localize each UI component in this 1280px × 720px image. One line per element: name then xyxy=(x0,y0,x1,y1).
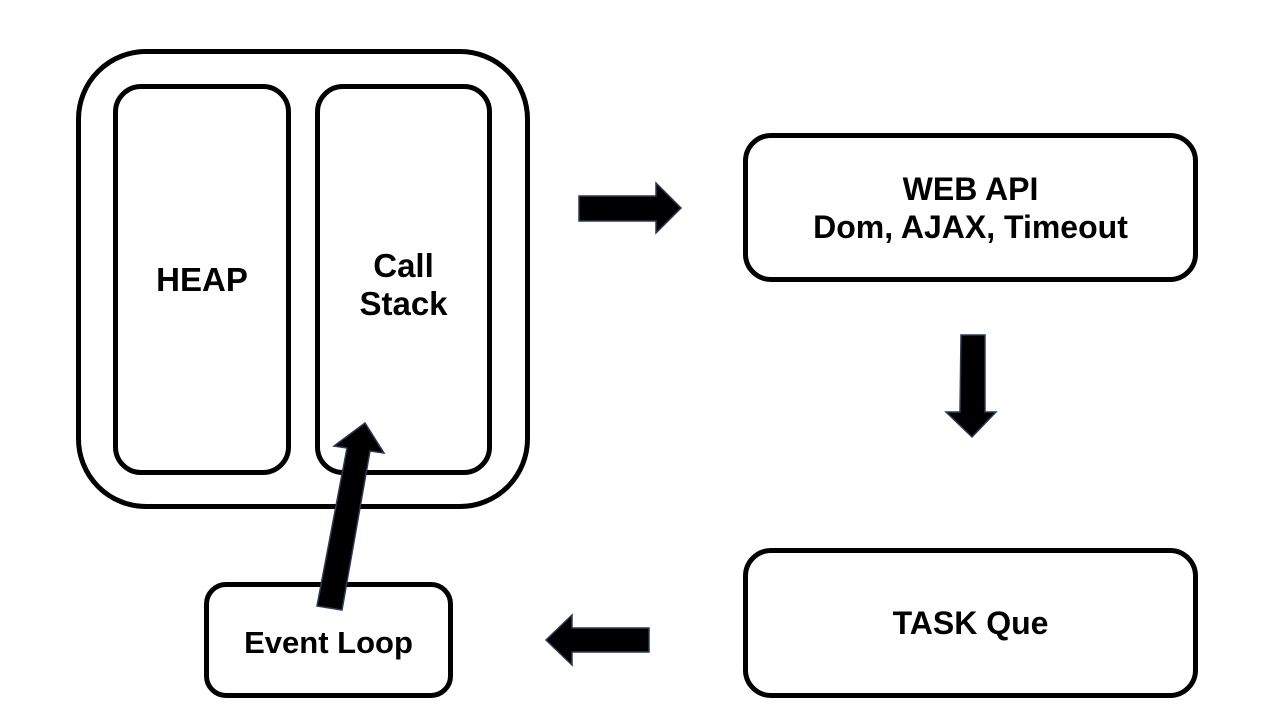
event-loop-label: Event Loop xyxy=(244,625,413,660)
web-api-title: WEB API xyxy=(902,170,1039,207)
task-queue-label: TASK Que xyxy=(892,604,1049,641)
arrow-to-task-queue xyxy=(944,334,998,439)
arrow-to-event-loop xyxy=(544,613,650,667)
call-stack-label-line2: Stack xyxy=(359,285,448,322)
web-api-box: WEB API Dom, AJAX, Timeout xyxy=(743,133,1198,282)
call-stack-label: Call Stack xyxy=(359,247,447,323)
arrow-to-web-api xyxy=(578,181,683,235)
call-stack-label-line1: Call xyxy=(373,247,434,284)
event-loop-box: Event Loop xyxy=(204,582,453,698)
heap-box: HEAP xyxy=(113,84,291,475)
task-queue-box: TASK Que xyxy=(743,548,1198,698)
web-api-subtitle: Dom, AJAX, Timeout xyxy=(813,208,1128,245)
call-stack-box: Call Stack xyxy=(315,84,492,475)
heap-label: HEAP xyxy=(156,260,248,298)
